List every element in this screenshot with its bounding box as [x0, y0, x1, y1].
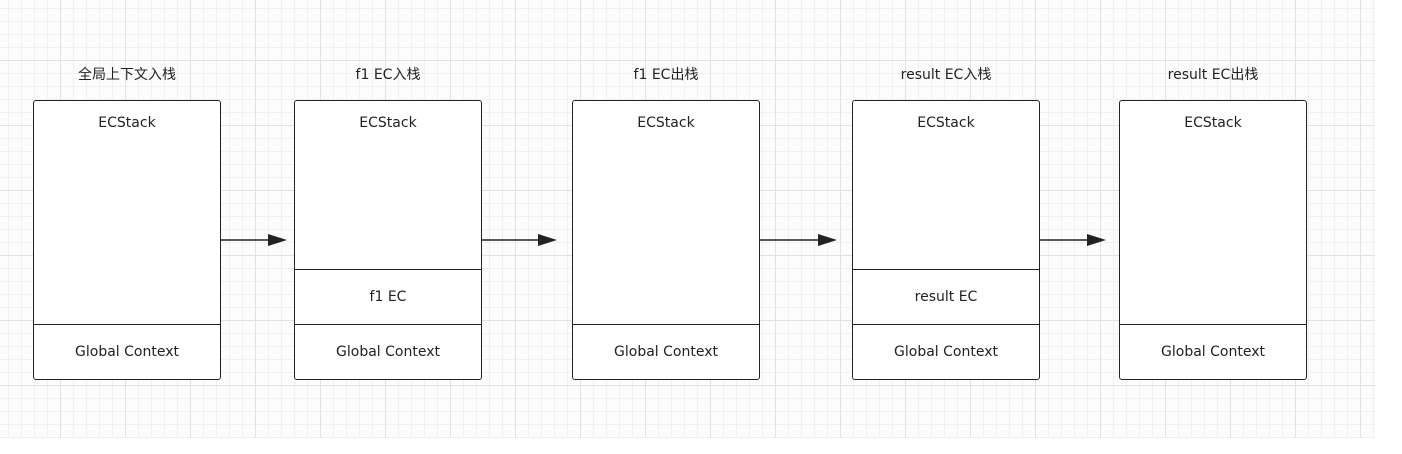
stage-f1-push: f1 EC入栈 ECStack f1 EC Global Context: [294, 0, 482, 400]
stage-result-push: result EC入栈 ECStack result EC Global Con…: [852, 0, 1040, 400]
ecstack-label: ECStack: [98, 115, 156, 131]
stage-title: result EC入栈: [900, 67, 992, 83]
global-context-frame: Global Context: [295, 324, 481, 379]
ecstack-box: ECStack Global Context: [1119, 100, 1307, 380]
stage-result-pop: result EC出栈 ECStack Global Context: [1119, 0, 1307, 400]
global-context-frame: Global Context: [853, 324, 1039, 379]
ecstack-box: ECStack Global Context: [33, 100, 221, 380]
stage-title: result EC出栈: [1167, 67, 1259, 83]
ecstack-box: ECStack result EC Global Context: [852, 100, 1040, 380]
stage-title: 全局上下文入栈: [78, 67, 176, 83]
ecstack-label: ECStack: [1184, 115, 1242, 131]
ecstack-label: ECStack: [917, 115, 975, 131]
arrow-4: [1040, 234, 1106, 246]
arrow-2: [482, 234, 557, 246]
f1-ec-frame: f1 EC: [295, 269, 481, 324]
ecstack-label: ECStack: [637, 115, 695, 131]
global-context-frame: Global Context: [1120, 324, 1306, 379]
ecstack-box: ECStack Global Context: [572, 100, 760, 380]
stage-title: f1 EC出栈: [633, 67, 699, 83]
result-ec-frame: result EC: [853, 269, 1039, 324]
ecstack-label: ECStack: [359, 115, 417, 131]
stage-f1-pop: f1 EC出栈 ECStack Global Context: [572, 0, 760, 400]
global-context-frame: Global Context: [34, 324, 220, 379]
ecstack-box: ECStack f1 EC Global Context: [294, 100, 482, 380]
stage-global-push: 全局上下文入栈 ECStack Global Context: [33, 0, 221, 400]
stage-title: f1 EC入栈: [355, 67, 421, 83]
global-context-frame: Global Context: [573, 324, 759, 379]
arrow-1: [221, 234, 287, 246]
arrow-3: [760, 234, 837, 246]
